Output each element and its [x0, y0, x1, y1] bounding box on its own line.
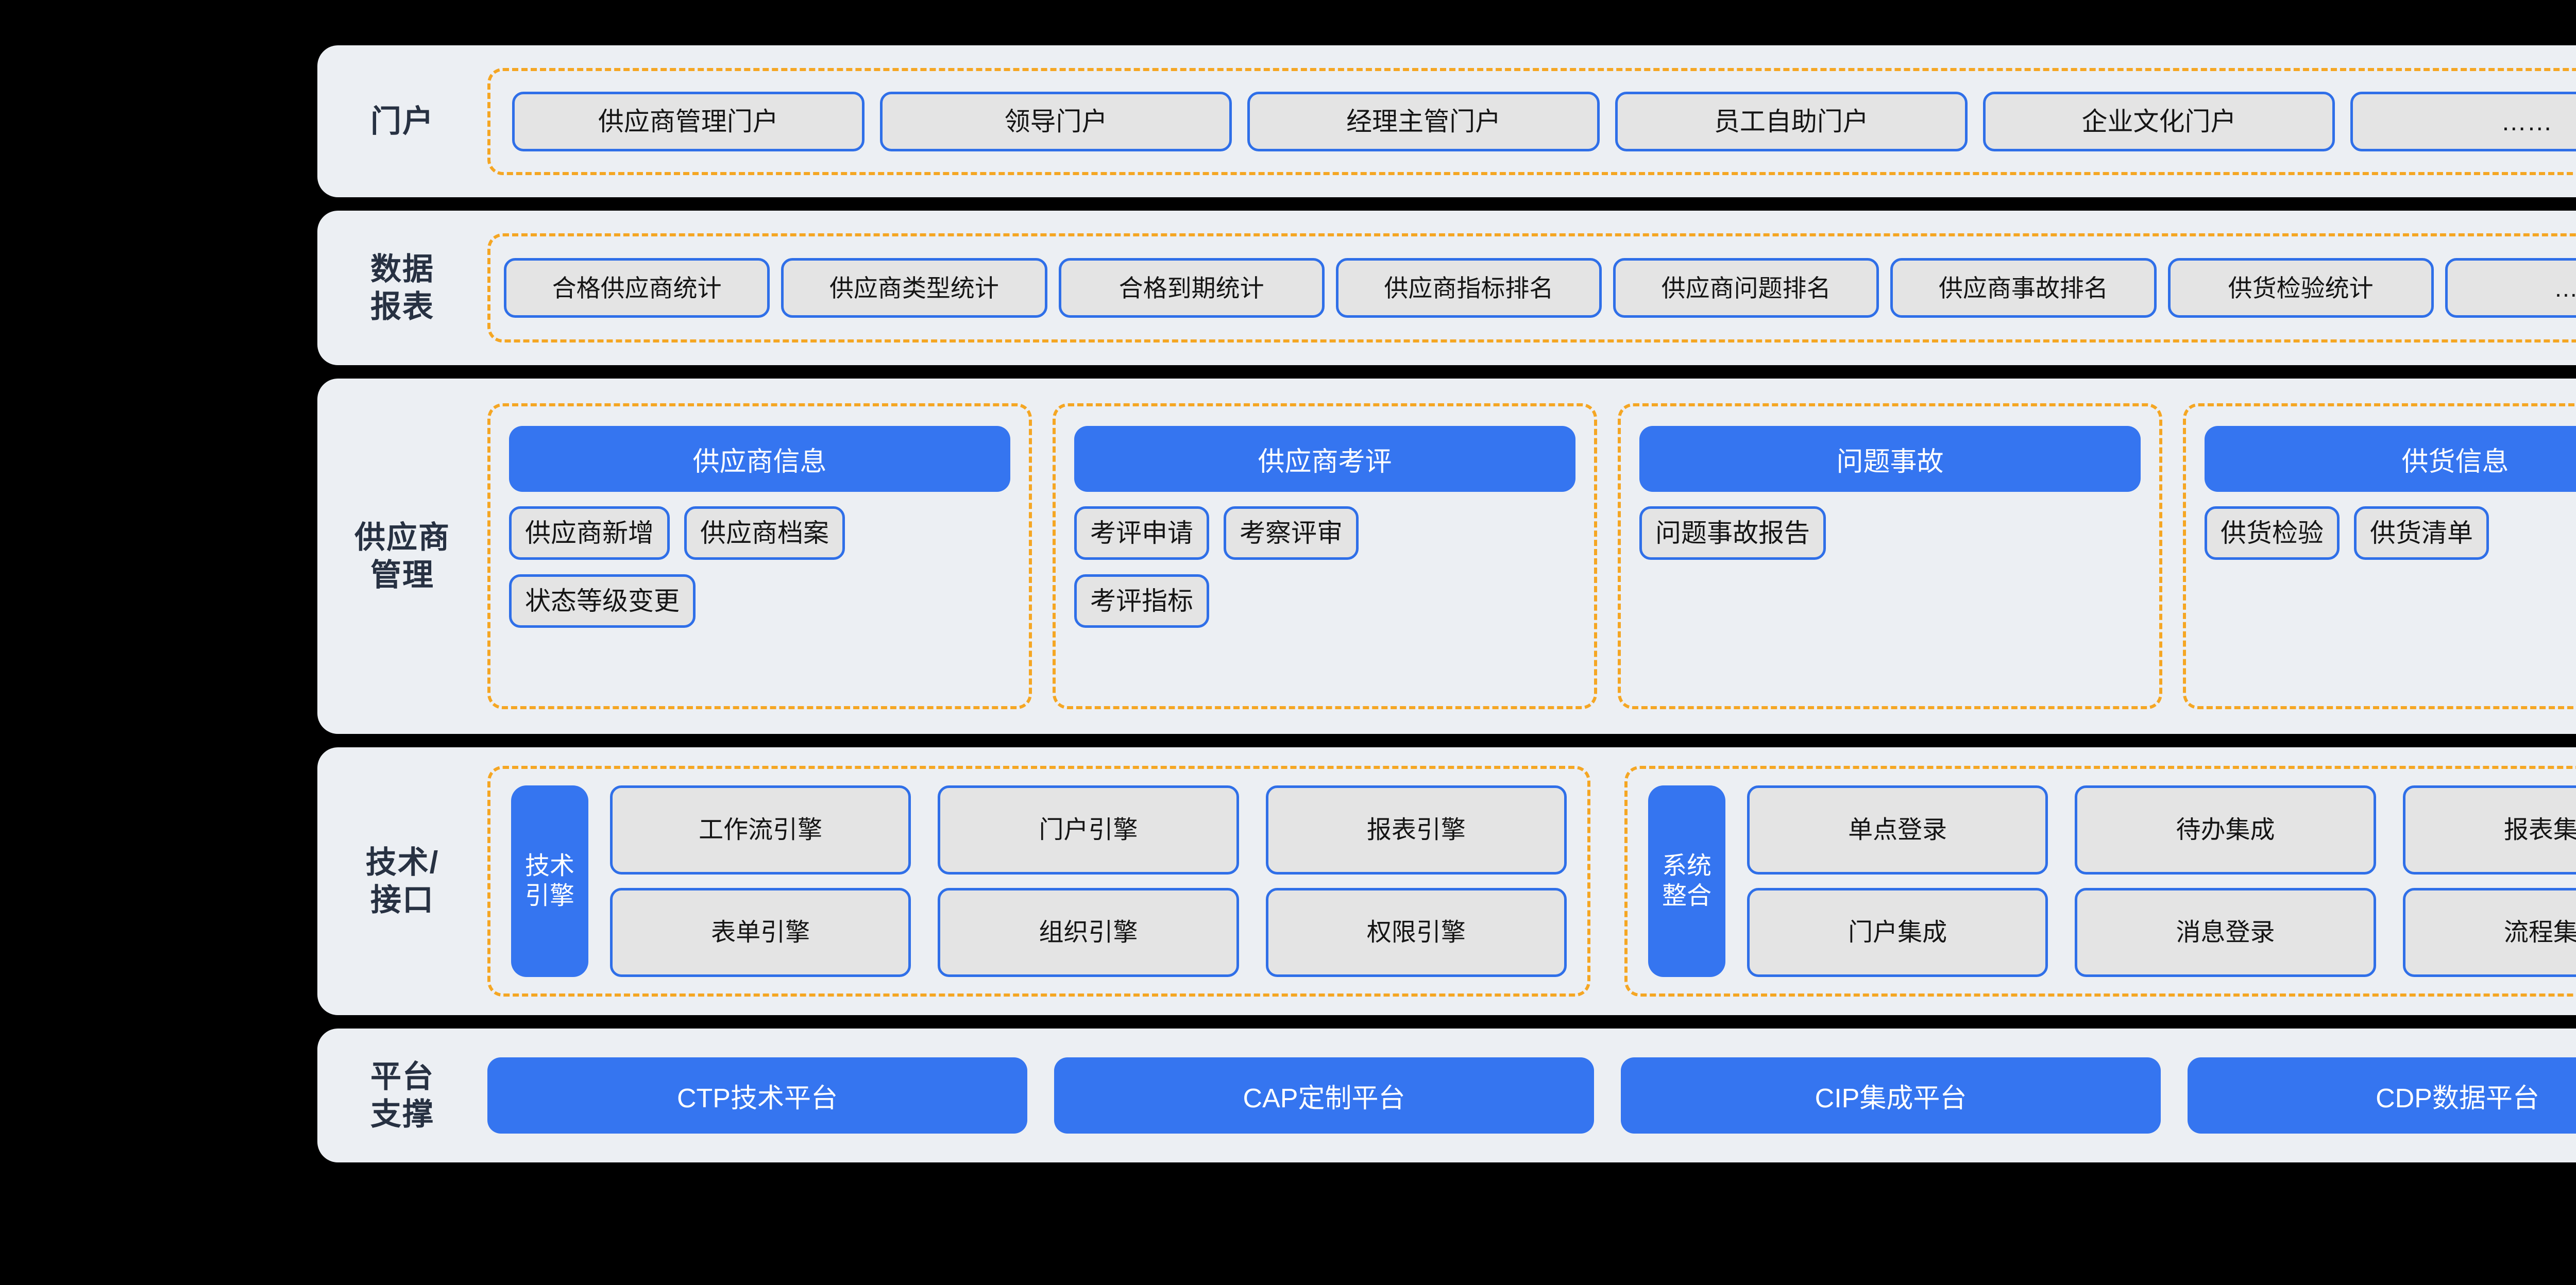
portal-chip-leader-portal[interactable]: 领导门户: [879, 91, 1232, 151]
report-chip-qualified-supplier-stats[interactable]: 合格供应商统计: [504, 258, 770, 318]
tech-chip-report-engine[interactable]: 报表引擎: [1265, 785, 1567, 875]
tech-groups: 技术 引擎 工作流引擎 门户引擎 报表引擎 表单引擎 组织引擎 权限引擎 系统 …: [487, 747, 2576, 1015]
supplier-chip-status-level-change[interactable]: 状态等级变更: [509, 574, 696, 628]
report-chip-supplier-type-stats[interactable]: 供应商类型统计: [781, 258, 1047, 318]
supplier-chip-assessment-indicators[interactable]: 考评指标: [1074, 574, 1209, 628]
report-chip-supplier-kpi-ranking[interactable]: 供应商指标排名: [1335, 258, 1602, 318]
supplier-group-title-assessment[interactable]: 供应商考评: [1074, 426, 1575, 492]
report-chip-supplier-issue-ranking[interactable]: 供应商问题排名: [1613, 258, 1879, 318]
row-label-platform-support: 平台 支撑: [370, 1059, 434, 1132]
tech-group-integration: 系统 整合 单点登录 待办集成 报表集成 门户集成 消息登录 流程集成: [1624, 766, 2576, 997]
supplier-chip-assessment-application[interactable]: 考评申请: [1074, 506, 1209, 560]
portal-chip-more[interactable]: ……: [2350, 91, 2576, 151]
supplier-chip-delivery-list[interactable]: 供货清单: [2354, 506, 2489, 560]
row-platform-support: 平台 支撑 CTP技术平台 CAP定制平台 CIP集成平台 CDP数据平台: [317, 1029, 2576, 1162]
tech-chip-report-integration[interactable]: 报表集成: [2402, 785, 2576, 875]
supplier-subrow: 供货检验 供货清单: [2205, 506, 2576, 560]
report-chip-delivery-inspection-stats[interactable]: 供货检验统计: [2167, 258, 2434, 318]
tech-group-title-engines[interactable]: 技术 引擎: [511, 785, 588, 977]
platform-block-ctp[interactable]: CTP技术平台: [487, 1057, 1027, 1134]
tech-chip-permission-engine[interactable]: 权限引擎: [1265, 888, 1567, 977]
row-label-supplier-management: 供应商 管理: [354, 520, 450, 592]
row-label-tech-interface: 技术/ 接口: [365, 845, 439, 917]
tech-grid-integration: 单点登录 待办集成 报表集成 门户集成 消息登录 流程集成: [1747, 785, 2576, 977]
supplier-subrow: 供应商新增 供应商档案: [509, 506, 1010, 560]
supplier-group-info: 供应商信息 供应商新增 供应商档案 状态等级变更: [487, 403, 1032, 709]
tech-chip-workflow-engine[interactable]: 工作流引擎: [610, 785, 911, 875]
supplier-chip-issue-accident-report[interactable]: 问题事故报告: [1639, 506, 1826, 560]
platform-block-cdp[interactable]: CDP数据平台: [2188, 1057, 2576, 1134]
portal-chip-employee-self-service-portal[interactable]: 员工自助门户: [1615, 91, 1968, 151]
tech-group-engines: 技术 引擎 工作流引擎 门户引擎 报表引擎 表单引擎 组织引擎 权限引擎: [487, 766, 1590, 997]
tech-chip-portal-engine[interactable]: 门户引擎: [938, 785, 1239, 875]
row-label-data-reports: 数据 报表: [370, 251, 434, 324]
supplier-group-issues: 问题事故 问题事故报告: [1618, 403, 2162, 709]
supplier-group-title-issues[interactable]: 问题事故: [1639, 426, 2141, 492]
supplier-subrow: 考评指标: [1074, 574, 1575, 628]
tech-chip-message-login[interactable]: 消息登录: [2075, 888, 2376, 977]
tech-chip-process-integration[interactable]: 流程集成: [2402, 888, 2576, 977]
tech-chip-form-engine[interactable]: 表单引擎: [610, 888, 911, 977]
portal-chip-supplier-portal[interactable]: 供应商管理门户: [512, 91, 865, 151]
tech-grid-engines: 工作流引擎 门户引擎 报表引擎 表单引擎 组织引擎 权限引擎: [610, 785, 1567, 977]
supplier-group-title-delivery[interactable]: 供货信息: [2205, 426, 2576, 492]
supplier-subrow: 问题事故报告: [1639, 506, 2141, 560]
tech-chip-todo-integration[interactable]: 待办集成: [2075, 785, 2376, 875]
row-portal: 门户 供应商管理门户 领导门户 经理主管门户 员工自助门户 企业文化门户 ……: [317, 45, 2576, 197]
row-supplier-management: 供应商 管理 供应商信息 供应商新增 供应商档案 状态等级变更 供应商考评 考评…: [317, 379, 2576, 734]
portal-chip-culture-portal[interactable]: 企业文化门户: [1982, 91, 2335, 151]
supplier-group-delivery: 供货信息 供货检验 供货清单: [2183, 403, 2576, 709]
reports-group: 合格供应商统计 供应商类型统计 合格到期统计 供应商指标排名 供应商问题排名 供…: [487, 233, 2576, 342]
platform-items: CTP技术平台 CAP定制平台 CIP集成平台 CDP数据平台: [487, 1057, 2576, 1134]
platform-block-cip[interactable]: CIP集成平台: [1621, 1057, 2161, 1134]
supplier-group-assessment: 供应商考评 考评申请 考察评审 考评指标: [1053, 403, 1597, 709]
supplier-chip-inspection-review[interactable]: 考察评审: [1224, 506, 1359, 560]
portal-chip-manager-portal[interactable]: 经理主管门户: [1247, 91, 1600, 151]
report-chip-qualification-expiry-stats[interactable]: 合格到期统计: [1058, 258, 1325, 318]
portal-group: 供应商管理门户 领导门户 经理主管门户 员工自助门户 企业文化门户 ……: [487, 67, 2576, 175]
platform-block-cap[interactable]: CAP定制平台: [1054, 1057, 1594, 1134]
tech-chip-single-sign-on[interactable]: 单点登录: [1747, 785, 2048, 875]
tech-chip-org-engine[interactable]: 组织引擎: [938, 888, 1239, 977]
tech-group-title-integration[interactable]: 系统 整合: [1648, 785, 1725, 977]
supplier-chip-delivery-inspection[interactable]: 供货检验: [2205, 506, 2340, 560]
row-tech-interface: 技术/ 接口 技术 引擎 工作流引擎 门户引擎 报表引擎 表单引擎 组织引擎 权…: [317, 747, 2576, 1015]
supplier-groups: 供应商信息 供应商新增 供应商档案 状态等级变更 供应商考评 考评申请 考察评审: [487, 379, 2576, 734]
supplier-chip-add-supplier[interactable]: 供应商新增: [509, 506, 670, 560]
supplier-chip-supplier-archive[interactable]: 供应商档案: [684, 506, 845, 560]
report-chip-more[interactable]: ……: [2445, 258, 2576, 318]
tech-chip-portal-integration[interactable]: 门户集成: [1747, 888, 2048, 977]
main-column: 门户 供应商管理门户 领导门户 经理主管门户 员工自助门户 企业文化门户 …… …: [317, 45, 2576, 1162]
row-data-reports: 数据 报表 合格供应商统计 供应商类型统计 合格到期统计 供应商指标排名 供应商…: [317, 211, 2576, 365]
supplier-subrow: 考评申请 考察评审: [1074, 506, 1575, 560]
supplier-group-title-info[interactable]: 供应商信息: [509, 426, 1010, 492]
row-label-portal: 门户: [370, 104, 434, 139]
supplier-subrow: 状态等级变更: [509, 574, 1010, 628]
report-chip-supplier-accident-ranking[interactable]: 供应商事故排名: [1890, 258, 2157, 318]
